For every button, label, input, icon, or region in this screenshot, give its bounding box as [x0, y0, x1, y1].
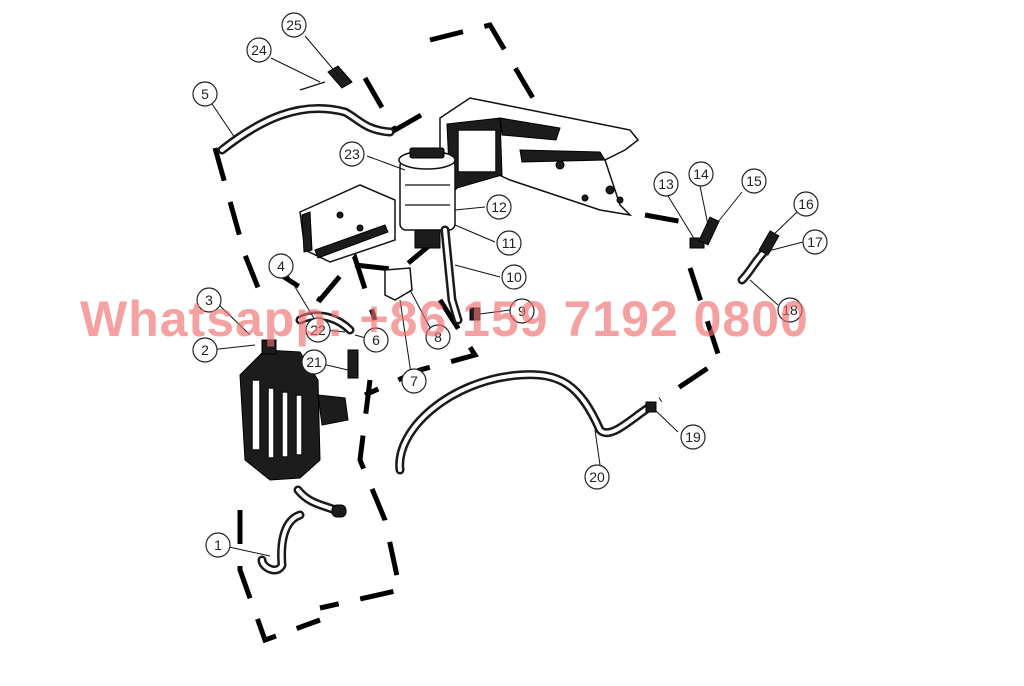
svg-text:2: 2 [201, 342, 209, 358]
svg-text:8: 8 [434, 329, 442, 345]
svg-text:7: 7 [410, 373, 418, 389]
svg-text:17: 17 [807, 234, 823, 250]
callout-2: 2 [192, 337, 218, 363]
svg-text:10: 10 [506, 269, 522, 285]
frame-bracket [439, 97, 640, 217]
svg-text:6: 6 [372, 332, 380, 348]
callout-13: 13 [653, 171, 679, 197]
callout-1: 1 [205, 532, 231, 558]
callout-25: 25 [281, 12, 307, 38]
svg-text:1: 1 [214, 537, 222, 553]
svg-text:12: 12 [491, 199, 507, 215]
svg-text:21: 21 [306, 354, 322, 370]
callout-19: 19 [680, 424, 706, 450]
callout-4: 4 [268, 253, 294, 279]
reservoir-tank [398, 147, 456, 249]
mount-plate [299, 184, 396, 263]
callout-7: 7 [401, 368, 427, 394]
svg-text:9: 9 [518, 303, 526, 319]
callout-11: 11 [496, 230, 522, 256]
callout-5: 5 [192, 81, 218, 107]
callout-16: 16 [793, 191, 819, 217]
svg-text:13: 13 [658, 176, 674, 192]
watermark-text: Whatsapp: +86 159 7192 0800 [80, 291, 809, 347]
callout-3: 3 [196, 287, 222, 313]
svg-text:14: 14 [693, 166, 709, 182]
callout-21: 21 [301, 349, 327, 375]
svg-text:20: 20 [589, 469, 605, 485]
svg-text:16: 16 [798, 196, 814, 212]
svg-text:19: 19 [685, 429, 701, 445]
svg-text:11: 11 [502, 235, 517, 251]
fittings [299, 65, 780, 518]
callout-17: 17 [802, 229, 828, 255]
svg-text:4: 4 [277, 258, 285, 274]
callout-10: 10 [501, 264, 527, 290]
callout-9: 9 [509, 298, 535, 324]
steering-gear [239, 339, 349, 481]
svg-text:18: 18 [782, 302, 798, 318]
callout-20: 20 [584, 464, 610, 490]
callout-6: 6 [363, 327, 389, 353]
callout-8: 8 [425, 324, 451, 350]
svg-text:23: 23 [344, 146, 360, 162]
svg-text:3: 3 [205, 292, 213, 308]
dashed-boundaries [212, 22, 723, 644]
callout-12: 12 [486, 194, 512, 220]
svg-text:24: 24 [251, 42, 267, 58]
callout-18: 18 [777, 297, 803, 323]
svg-text:15: 15 [746, 173, 762, 189]
callout-22: 22 [305, 317, 331, 343]
callout-24: 24 [246, 37, 272, 63]
callout-15: 15 [741, 168, 767, 194]
callout-23: 23 [339, 141, 365, 167]
svg-text:5: 5 [201, 86, 209, 102]
callout-14: 14 [688, 161, 714, 187]
svg-text:25: 25 [286, 17, 302, 33]
svg-text:22: 22 [310, 322, 326, 338]
